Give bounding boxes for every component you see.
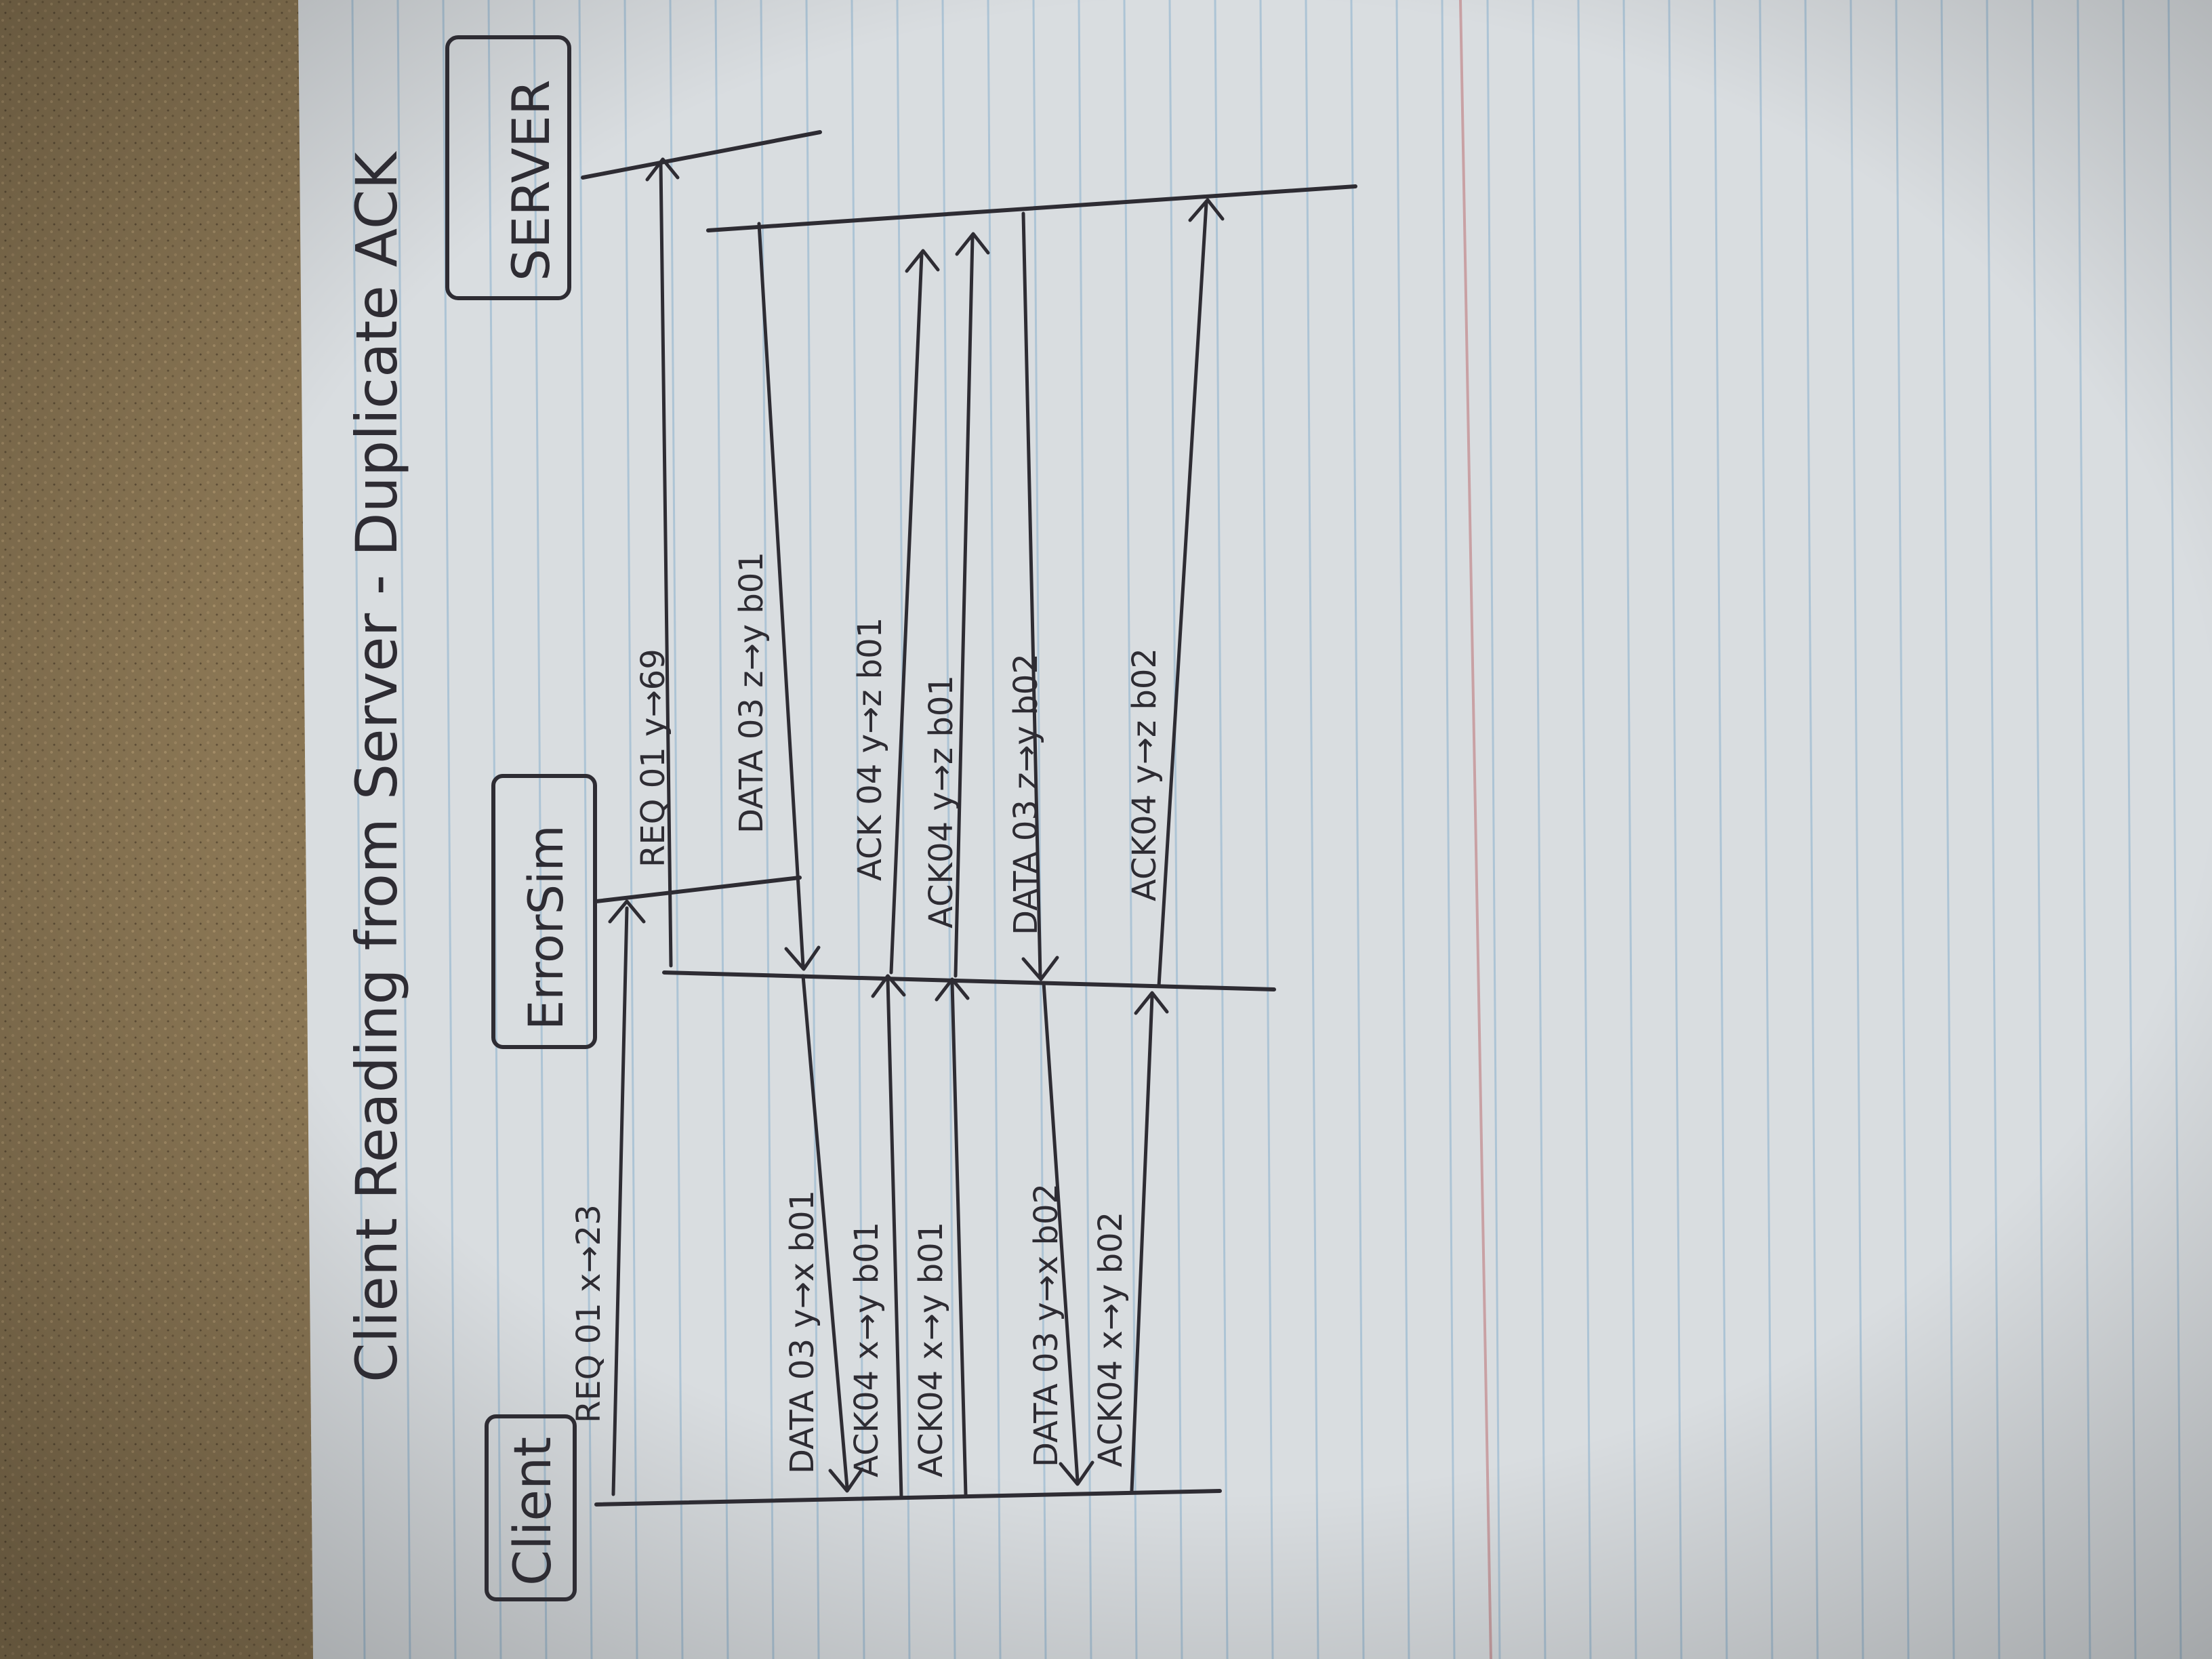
msg-right-1: REQ 01 y→69 — [634, 649, 672, 867]
arrow-data-b01-errorsim-to-client — [801, 974, 864, 1493]
msg-left-3: ACK04 x→y b01 — [848, 1222, 886, 1477]
participant-server: SERVER — [445, 35, 571, 300]
errorsim-label: ErrorSim — [518, 825, 574, 1030]
arrow-ack-b01-errorsim-to-server — [889, 249, 940, 975]
participant-client: Client — [485, 1414, 577, 1601]
arrow-data-b01-server-to-errorsim — [757, 222, 821, 971]
arrow-req-errorsim-to-server — [645, 157, 680, 968]
msg-left-5: DATA 03 y→x b02 — [1027, 1183, 1065, 1467]
msg-left-6: ACK04 x→y b02 — [1092, 1212, 1130, 1467]
server-lifeline-upper — [581, 130, 822, 180]
arrow-ack-b02-client-to-errorsim — [1130, 991, 1169, 1493]
arrow-ack-b01-dup-client-to-errorsim — [935, 977, 970, 1496]
msg-right-6: ACK04 y→z b02 — [1126, 648, 1164, 901]
client-lifeline — [594, 1489, 1222, 1507]
server-lifeline-lower — [706, 184, 1357, 232]
server-label: SERVER — [501, 79, 561, 281]
msg-right-3: ACK 04 y→z b01 — [851, 617, 889, 881]
participant-errorsim: ErrorSim — [491, 774, 597, 1049]
client-label: Client — [502, 1437, 562, 1586]
msg-right-5: DATA 03 z→y b02 — [1007, 653, 1045, 935]
errorsim-lifeline-lower — [662, 970, 1276, 991]
handwriting-layer: Client Reading from Server - Duplicate A… — [344, 35, 1357, 1601]
msg-left-1: REQ 01 x→23 — [570, 1204, 608, 1423]
errorsim-lifeline-upper — [594, 876, 802, 903]
diagram-title: Client Reading from Server - Duplicate A… — [344, 151, 410, 1382]
arrow-ack-b01-dup-errorsim-to-server — [954, 232, 990, 978]
msg-left-4: ACK04 x→y b01 — [912, 1222, 950, 1477]
arrow-ack-b01-client-to-errorsim — [871, 974, 906, 1500]
msg-right-2: DATA 03 z→y b01 — [733, 552, 771, 834]
arrow-data-b02-errorsim-to-client — [1042, 981, 1094, 1486]
arrow-req-client-to-errorsim — [608, 899, 646, 1496]
msg-right-4: ACK04 y→z b01 — [922, 675, 960, 928]
arrow-data-b02-server-to-errorsim — [1021, 211, 1059, 981]
msg-left-2: DATA 03 y→x b01 — [783, 1190, 821, 1474]
arrow-ack-b02-errorsim-to-server — [1157, 198, 1225, 988]
